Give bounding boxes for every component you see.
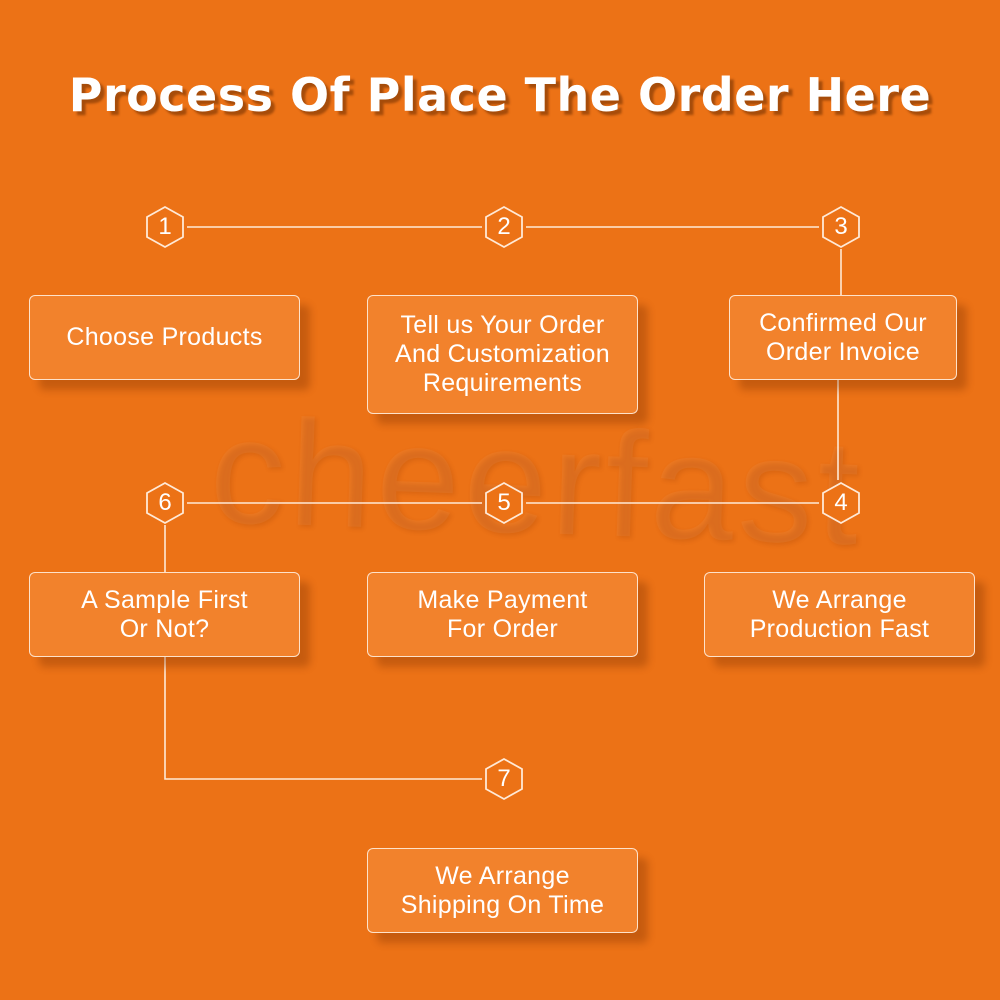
step-number: 1 bbox=[158, 213, 172, 240]
step-box-payment: Make Payment For Order bbox=[367, 572, 638, 657]
hexagon-icon bbox=[146, 481, 184, 525]
hexagon-icon bbox=[822, 481, 860, 525]
step-badge-6: 6 bbox=[143, 481, 187, 525]
step-number: 6 bbox=[158, 489, 172, 516]
step-badge-7: 7 bbox=[482, 757, 526, 801]
step-box-shipping: We Arrange Shipping On Time bbox=[367, 848, 638, 933]
connector-box-7 bbox=[164, 657, 482, 780]
page-title: Process Of Place The Order Here bbox=[68, 68, 932, 122]
step-box-confirm-invoice: Confirmed Our Order Invoice bbox=[729, 295, 957, 380]
step-label: Make Payment For Order bbox=[417, 585, 588, 643]
step-box-tell-order: Tell us Your Order And Customization Req… bbox=[367, 295, 638, 414]
step-label: Choose Products bbox=[66, 323, 263, 351]
step-badge-4: 4 bbox=[819, 481, 863, 525]
step-label: A Sample First Or Not? bbox=[81, 585, 248, 643]
step-number: 5 bbox=[497, 489, 511, 516]
step-box-choose-products: Choose Products bbox=[29, 295, 300, 380]
step-number: 7 bbox=[497, 765, 511, 792]
step-box-sample: A Sample First Or Not? bbox=[29, 572, 300, 657]
hexagon-icon bbox=[485, 757, 523, 801]
step-label: Confirmed Our Order Invoice bbox=[759, 308, 927, 366]
step-number: 2 bbox=[497, 213, 511, 240]
hexagon-icon bbox=[485, 481, 523, 525]
hexagon-icon bbox=[485, 205, 523, 249]
step-box-production: We Arrange Production Fast bbox=[704, 572, 975, 657]
step-number: 3 bbox=[834, 213, 848, 240]
step-badge-1: 1 bbox=[143, 205, 187, 249]
step-label: We Arrange Shipping On Time bbox=[400, 861, 605, 919]
step-label: We Arrange Production Fast bbox=[749, 585, 930, 643]
hexagon-icon bbox=[146, 205, 184, 249]
step-badge-5: 5 bbox=[482, 481, 526, 525]
step-badge-3: 3 bbox=[819, 205, 863, 249]
step-badge-2: 2 bbox=[482, 205, 526, 249]
hexagon-icon bbox=[822, 205, 860, 249]
step-label: Tell us Your Order And Customization Req… bbox=[395, 311, 610, 397]
step-number: 4 bbox=[834, 489, 848, 516]
